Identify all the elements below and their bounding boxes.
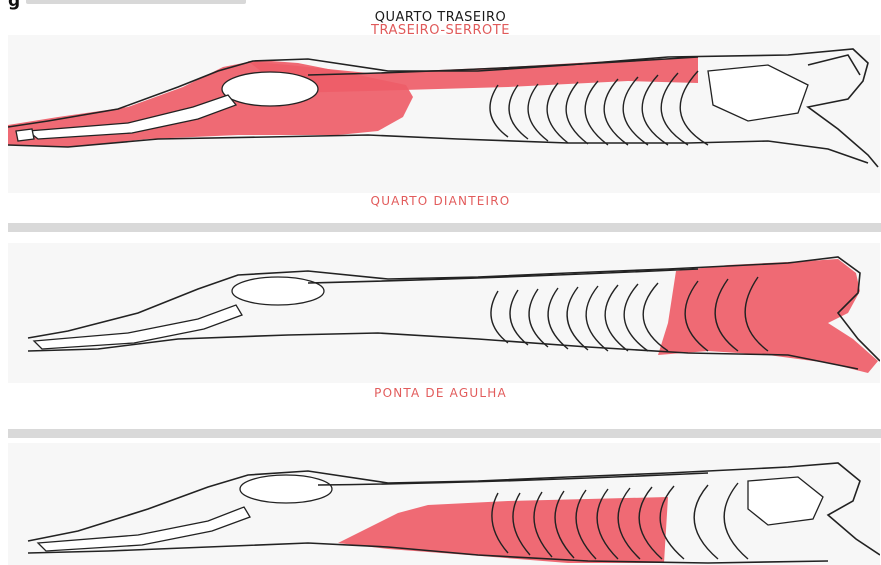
hind-leg-bone	[34, 305, 242, 349]
top-cropped-heading: g	[8, 0, 246, 8]
highlight-belly-cut	[338, 497, 668, 563]
carcass-illustration	[8, 35, 880, 193]
carcass-panel-traseiro-serrote	[8, 35, 880, 193]
pelvis-bone	[222, 72, 318, 106]
scapula-bone	[748, 477, 823, 525]
scapula-bone	[708, 65, 808, 121]
panel-separator	[8, 223, 881, 232]
panel-caption-2: PONTA DE AGULHA	[0, 387, 881, 399]
panel-separator	[8, 429, 881, 438]
cropped-heading-letter: g	[8, 0, 20, 10]
panel-caption-1: QUARTO DIANTEIRO	[0, 195, 881, 207]
pelvis-bone	[240, 475, 332, 503]
pelvis-bone	[232, 277, 324, 305]
neck-vertebrae	[808, 55, 860, 75]
hind-leg-bone	[38, 507, 250, 551]
cropped-heading-remainder	[26, 0, 246, 4]
highlight-front-quarter	[658, 259, 878, 373]
hoof-bone	[16, 129, 34, 141]
carcass-illustration	[8, 243, 880, 383]
carcass-illustration	[8, 443, 880, 565]
carcass-panel-quarto-dianteiro	[8, 243, 880, 383]
carcass-panel-ponta-de-agulha	[8, 443, 880, 565]
